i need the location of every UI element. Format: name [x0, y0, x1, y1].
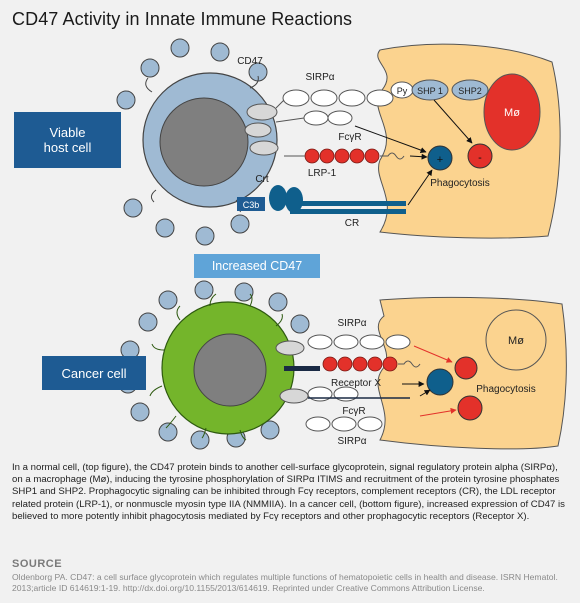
- phagocytosis-label-bottom: Phagocytosis: [476, 384, 535, 395]
- svg-text:SHP 1: SHP 1: [417, 86, 443, 96]
- svg-text:SHP2: SHP2: [458, 86, 482, 96]
- red-node-bottom-2: [457, 395, 483, 421]
- plus-node-top: [427, 145, 453, 171]
- fcyr-label-top: FcγR: [338, 132, 361, 143]
- cd47-label: CD47: [237, 56, 263, 67]
- c3b-box: [237, 197, 265, 211]
- lrp1-label: LRP-1: [308, 168, 337, 179]
- shp2-badge: [451, 79, 489, 101]
- viable-host-cell-label: Viable host cell: [14, 112, 121, 168]
- svg-text:+: +: [437, 154, 443, 166]
- shp1-badge: [411, 79, 449, 101]
- figure-caption: In a normal cell, (top figure), the CD47…: [12, 462, 565, 522]
- cancer-cell-label: Cancer cell: [42, 356, 146, 390]
- cancer-cell: [118, 280, 310, 450]
- svg-text:-: -: [478, 152, 482, 164]
- macrophage-nucleus-bottom: [485, 309, 547, 371]
- svg-text:C3b: C3b: [243, 200, 260, 210]
- increased-cd47-label: Increased CD47: [194, 254, 320, 278]
- svg-text:Py: Py: [397, 86, 408, 96]
- viable-host-cell: [116, 38, 279, 246]
- minus-node-top: [467, 143, 493, 169]
- sirpa-label-bottom: SIRPα: [337, 318, 366, 329]
- phagocytosis-label-top: Phagocytosis: [430, 178, 489, 189]
- macrophage-label-bottom: Mø: [508, 335, 524, 347]
- fcyr-label-bottom: FcγR: [342, 406, 365, 417]
- sirpa2-label-bottom: SIRPα: [337, 436, 366, 447]
- cr-label: CR: [345, 218, 359, 229]
- source-heading: SOURCE: [12, 558, 63, 570]
- sirpa-label-top: SIRPα: [305, 72, 334, 83]
- macrophage-top: [377, 43, 561, 239]
- red-node-bottom-1: [454, 356, 478, 380]
- page-title: CD47 Activity in Innate Immune Reactions: [12, 9, 353, 29]
- source-citation: Oldenborg PA. CD47: a cell surface glyco…: [12, 572, 558, 593]
- macrophage-label-top: Mø: [504, 107, 520, 119]
- receptor-x-label: Receptor X: [331, 378, 381, 389]
- crt-label: Crt: [255, 174, 269, 185]
- macrophage-nucleus-top: [483, 73, 541, 151]
- blue-node-bottom: [426, 368, 454, 396]
- cd47-diagram: Mø CD47 SIRPα Py SHP 1 SHP2: [116, 38, 567, 450]
